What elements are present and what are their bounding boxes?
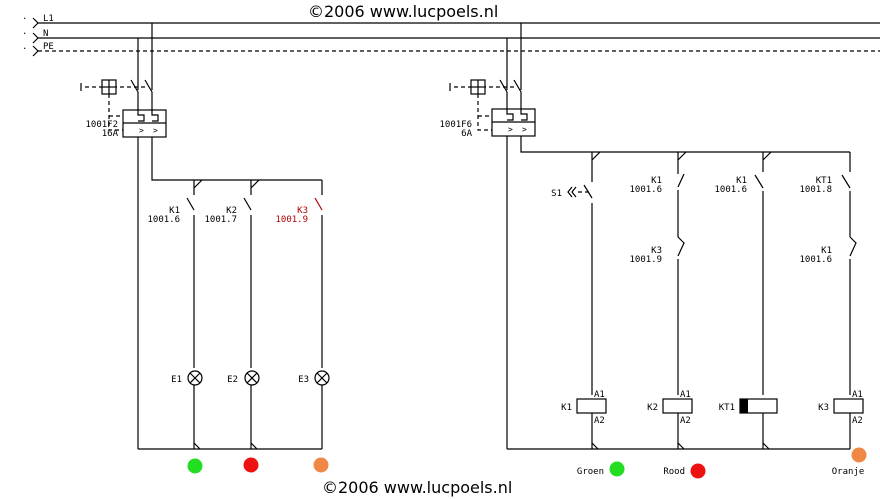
- contact-label: K1: [651, 176, 662, 186]
- svg-text:A2: A2: [680, 416, 691, 426]
- indicator-red: [243, 457, 259, 473]
- svg-text:E2: E2: [227, 375, 238, 385]
- busbar-label-pe: PE: [43, 42, 54, 52]
- coil-k2: K2 A1 A2: [647, 390, 693, 426]
- contact-label-k1: K1: [169, 206, 180, 216]
- indicator-label-rood: Rood: [663, 467, 685, 477]
- pushbutton-icon: [571, 186, 577, 198]
- svg-text:A1: A1: [680, 390, 691, 400]
- breaker-id: 1001F6: [439, 120, 472, 130]
- contact-ref: 1001.6: [629, 185, 662, 195]
- contact-label: KT1: [816, 176, 832, 186]
- svg-text:E1: E1: [171, 375, 182, 385]
- breaker-rating: 16A: [102, 129, 119, 139]
- indicator-rood: [690, 463, 706, 479]
- contact-ref: 1001.8: [799, 185, 832, 195]
- n-arrow-icon: [32, 32, 39, 44]
- busbar-label-l1: L1: [43, 14, 54, 24]
- indicator-oranje: [851, 447, 867, 463]
- breaker-switch-icon: [130, 79, 139, 110]
- svg-text:K3: K3: [818, 403, 829, 413]
- svg-text:A1: A1: [852, 390, 863, 400]
- svg-text:KT1: KT1: [719, 403, 735, 413]
- contact-ref-k3: 1001.9: [275, 215, 308, 225]
- contact-label-k2: K2: [226, 206, 237, 216]
- indicator-green: [187, 458, 203, 474]
- contact-ref-k1: 1001.6: [147, 215, 180, 225]
- busbar-label-n: N: [43, 29, 48, 39]
- pushbutton-label: S1: [551, 189, 562, 199]
- svg-text:>: >: [153, 126, 158, 135]
- contact-label: K1: [736, 176, 747, 186]
- l1-arrow-icon: [32, 17, 39, 29]
- indicator-label-groen: Groen: [577, 467, 604, 477]
- indicator-label-oranje: Oranje: [832, 467, 865, 477]
- lamp-e2: E2: [227, 370, 260, 386]
- svg-text:A2: A2: [852, 416, 863, 426]
- lamp-e1: E1: [171, 370, 203, 386]
- contact-ref: 1001.6: [799, 255, 832, 265]
- breaker-id: 1001F2: [85, 120, 118, 130]
- svg-text:E3: E3: [298, 375, 309, 385]
- svg-text:A2: A2: [594, 416, 605, 426]
- indicator-orange: [313, 457, 329, 473]
- svg-text:>: >: [522, 125, 527, 134]
- svg-text:.: .: [22, 27, 27, 37]
- lamp-e3: E3: [298, 370, 330, 386]
- breaker-rating: 6A: [461, 129, 472, 139]
- indicator-groen: [609, 461, 625, 477]
- svg-text:.: .: [22, 12, 27, 22]
- contact-label: K3: [651, 246, 662, 256]
- svg-text:>: >: [508, 125, 513, 134]
- pe-arrow-icon: [32, 45, 39, 57]
- svg-text:K2: K2: [647, 403, 658, 413]
- contact-ref: 1001.9: [629, 255, 662, 265]
- coil-k3: K3 A1 A2: [818, 390, 864, 426]
- copyright-bottom: ©2006 www.lucpoels.nl: [322, 478, 512, 497]
- svg-text:.: .: [22, 42, 27, 52]
- svg-text:A1: A1: [594, 390, 605, 400]
- contact-label-k3: K3: [297, 206, 308, 216]
- svg-text:K1: K1: [561, 403, 572, 413]
- busbars: . . . L1 N PE: [22, 12, 880, 57]
- contact-label: K1: [821, 246, 832, 256]
- contact-ref-k2: 1001.7: [204, 215, 237, 225]
- svg-text:>: >: [139, 126, 144, 135]
- right-circuit: > > 1001F6 6A S1 K1 1001.6 K3 1001.9 K1 …: [439, 23, 867, 479]
- left-circuit: > > 1001F2 16A K1 1001.6 K2 1001.7 K3 10…: [80, 23, 330, 474]
- contact-ref: 1001.6: [714, 185, 747, 195]
- coil-k1: K1 A1 A2: [561, 390, 607, 426]
- coil-kt1-timer: KT1: [719, 398, 778, 414]
- copyright-top: ©2006 www.lucpoels.nl: [308, 2, 498, 21]
